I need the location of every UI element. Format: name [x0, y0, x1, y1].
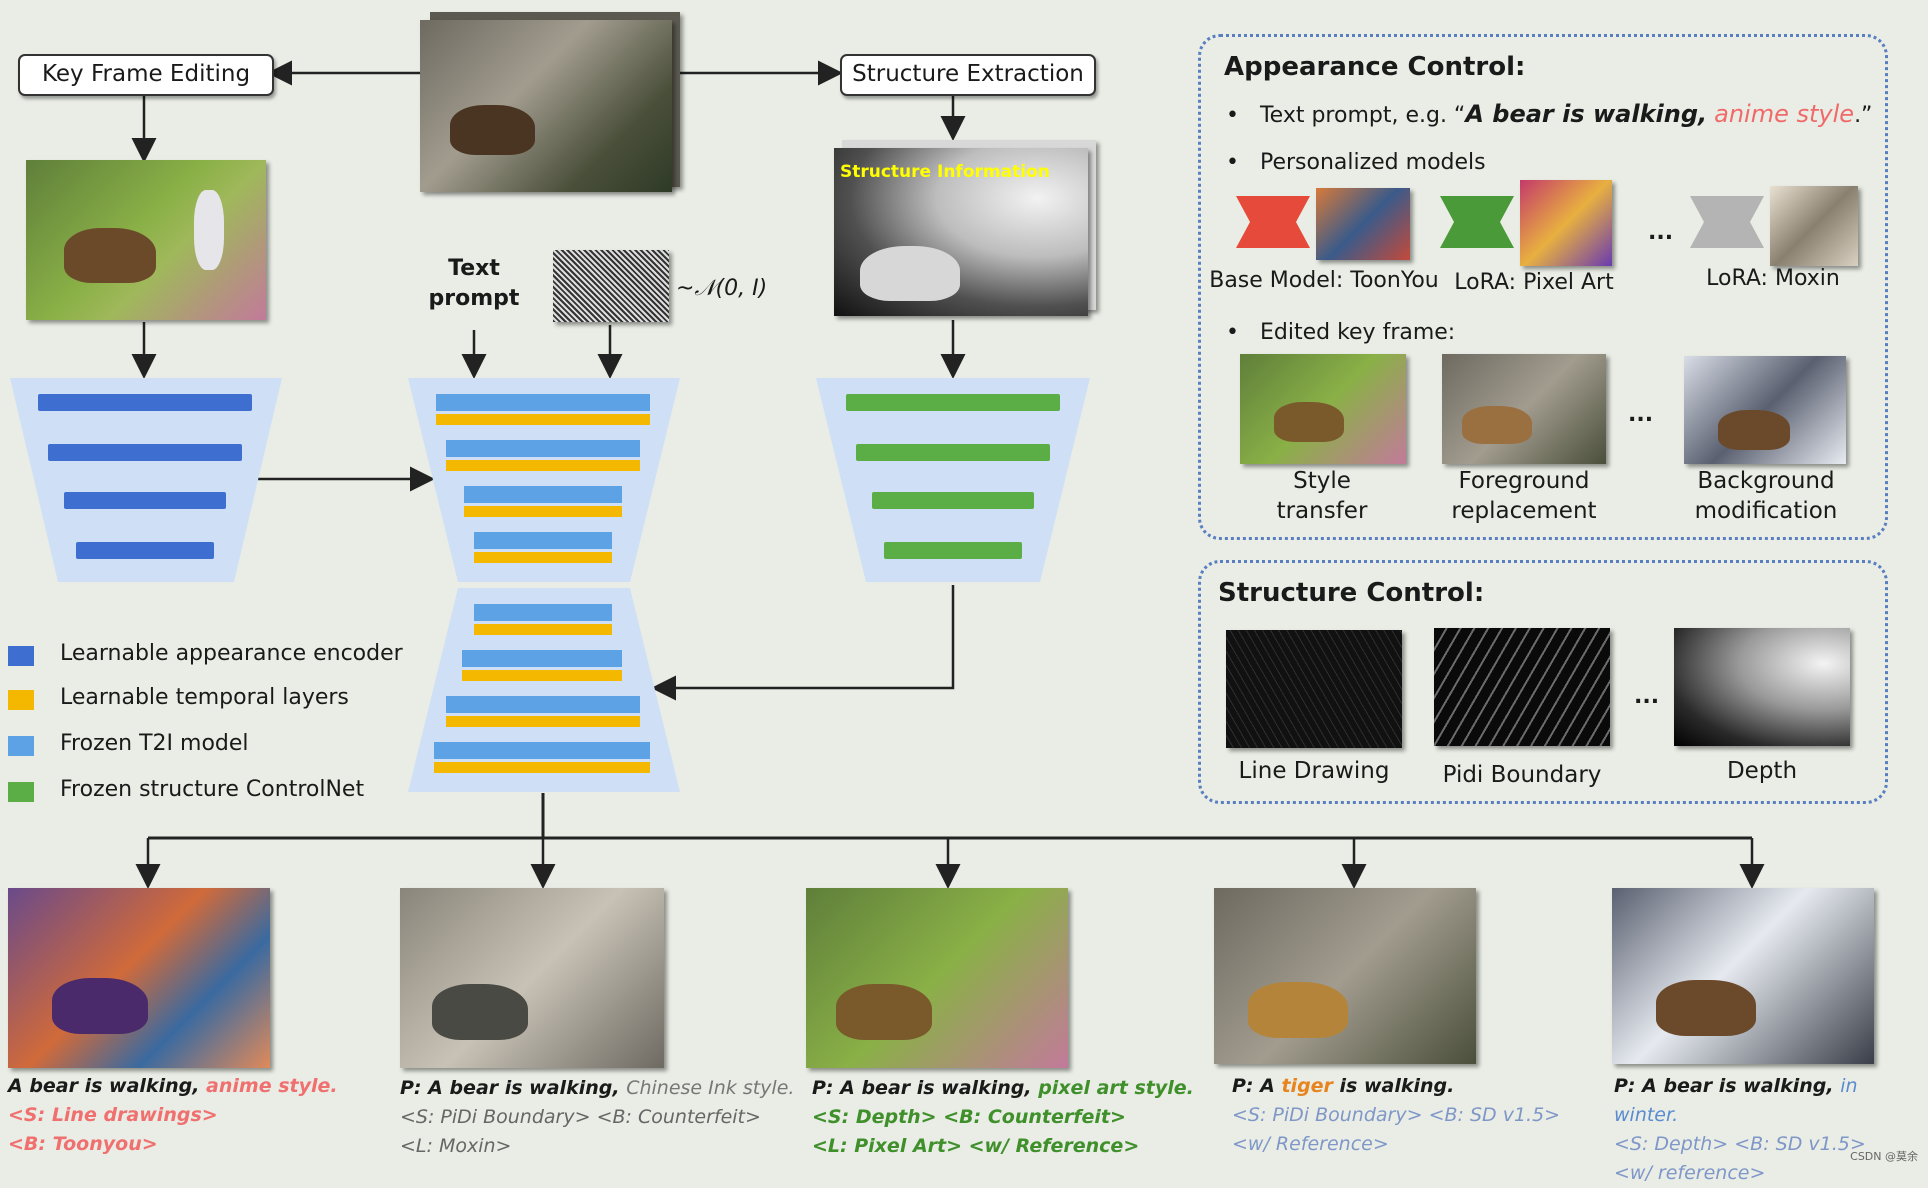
legend-label: Learnable appearance encoder	[60, 641, 403, 666]
arrow-controlnet-to-unet	[651, 585, 955, 701]
output-caption-anime: A bear is walking, anime style. <S: Line…	[8, 1075, 338, 1155]
controlnet-layer	[846, 394, 1060, 411]
appearance-bullet-personalized: • Personalized models	[1226, 150, 1486, 175]
output-caption-winter: P: A bear is walking, in winter. <S: Dep…	[1614, 1075, 1866, 1184]
edit-foreground-image	[1442, 354, 1606, 464]
legend-label: Frozen structure ControlNet	[60, 777, 365, 802]
moxin-sample-images	[1770, 186, 1858, 266]
output-caption-ink: P: A bear is walking, Chinese Ink style.…	[400, 1077, 795, 1157]
source-video-frame	[420, 20, 672, 192]
appearance-bullet-text-prompt: • Text prompt, e.g. “A bear is walking, …	[1226, 100, 1873, 128]
bear-silhouette	[860, 246, 960, 301]
edit-background-image	[1684, 356, 1846, 464]
pixel-art-sample-images	[1520, 180, 1612, 266]
appearance-bullet-edited-key-frame: • Edited key frame:	[1226, 320, 1456, 345]
model-label-moxin: LoRA: Moxin	[1706, 266, 1840, 291]
edited-key-frame	[26, 160, 266, 320]
encoder-layer	[76, 542, 214, 559]
unet-layers	[434, 394, 650, 773]
controlnet-layer	[884, 542, 1022, 559]
legend-label: Learnable temporal layers	[60, 685, 349, 710]
structure-control-panel	[1198, 560, 1888, 804]
noise-label: ~𝒩(0, I)	[676, 276, 768, 301]
encoder-layer	[38, 394, 252, 411]
toonyou-sample-images	[1316, 188, 1410, 260]
text-prompt-label: Text prompt	[428, 256, 520, 311]
structure-information-image: Structure Information	[834, 148, 1088, 316]
toonyou-model-icon	[1236, 196, 1310, 248]
structure-control-title: Structure Control:	[1218, 578, 1485, 608]
output-caption-tiger: P: A tiger is walking. <S: PiDi Boundary…	[1232, 1075, 1561, 1155]
unet-up-shape	[408, 588, 680, 792]
watermark: CSDN @莫余	[1850, 1150, 1918, 1163]
appearance-control-panel	[1198, 34, 1888, 540]
output-video-anime	[8, 888, 270, 1068]
structure-label-pidi: Pidi Boundary	[1442, 762, 1602, 788]
appearance-encoder-shape	[10, 378, 282, 582]
output-video-winter	[1612, 888, 1874, 1064]
edits-ellipsis: ...	[1628, 402, 1654, 427]
structure-label-line-drawing: Line Drawing	[1238, 758, 1390, 784]
key-frame-editing-box: Key Frame Editing	[18, 54, 274, 96]
bear-figure	[450, 105, 535, 155]
structure-information-label: Structure Information	[840, 162, 1050, 182]
legend-swatch-frozen-controlnet	[8, 782, 34, 802]
unet-down-shape	[408, 378, 680, 582]
output-video-pixel-art	[806, 888, 1068, 1068]
depth-image	[1674, 628, 1850, 746]
output-video-tiger	[1214, 888, 1476, 1064]
legend-label: Frozen T2I model	[60, 731, 249, 756]
legend-swatch-frozen-t2i	[8, 736, 34, 756]
noise-image	[553, 250, 669, 322]
controlnet-layer	[856, 444, 1050, 461]
edit-style-transfer-image	[1240, 354, 1406, 464]
output-caption-pixel-art: P: A bear is walking, pixel art style. <…	[812, 1077, 1194, 1157]
controlnet-layer	[872, 492, 1034, 509]
models-ellipsis: ...	[1648, 220, 1674, 245]
bear-figure	[64, 228, 156, 283]
structure-extraction-box: Structure Extraction	[840, 54, 1096, 96]
pixel-art-model-icon	[1440, 196, 1514, 248]
output-video-ink	[400, 888, 664, 1068]
structure-label-depth: Depth	[1726, 758, 1798, 784]
pidi-boundary-image	[1434, 628, 1610, 746]
model-label-toonyou: Base Model: ToonYou	[1209, 268, 1439, 293]
model-label-pixel-art: LoRA: Pixel Art	[1454, 270, 1614, 295]
encoder-layer	[64, 492, 226, 509]
legend-swatch-temporal-layers	[8, 690, 34, 710]
encoder-layer	[48, 444, 242, 461]
moxin-model-icon	[1690, 196, 1764, 248]
controlnet-shape	[816, 378, 1090, 582]
appearance-control-title: Appearance Control:	[1224, 52, 1526, 82]
structure-ellipsis: ...	[1634, 684, 1660, 709]
line-drawing-image	[1226, 630, 1402, 748]
waterfall	[194, 190, 224, 270]
legend-swatch-appearance-encoder	[8, 646, 34, 666]
